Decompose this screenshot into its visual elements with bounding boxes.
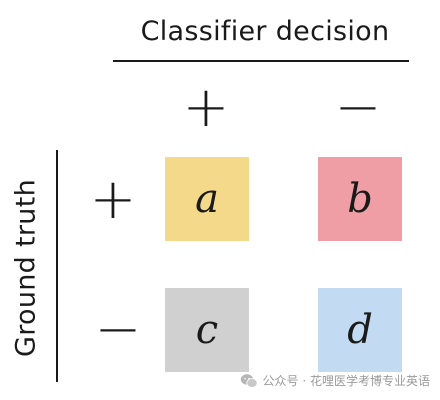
- cell-d-label: d: [347, 307, 373, 353]
- cell-a-label: a: [195, 176, 219, 222]
- cell-b: b: [318, 157, 402, 241]
- column-axis-title: Classifier decision: [140, 16, 390, 47]
- watermark-text: 公众号 · 花哩医学考博专业英语: [262, 374, 430, 388]
- column-negative-sign: −: [334, 75, 382, 140]
- cell-c-label: c: [195, 307, 219, 353]
- cell-a: a: [165, 157, 249, 241]
- row-positive-sign: +: [89, 167, 137, 232]
- cell-b-label: b: [347, 176, 373, 222]
- row-axis-rule: [56, 150, 58, 382]
- wechat-icon: [240, 373, 258, 388]
- watermark: 公众号 · 花哩医学考博专业英语: [240, 372, 430, 389]
- column-axis-rule: [113, 60, 409, 62]
- column-positive-sign: +: [182, 75, 230, 140]
- cell-c: c: [165, 288, 249, 372]
- cell-d: d: [318, 288, 402, 372]
- row-negative-sign: −: [94, 297, 142, 362]
- row-axis-title: Ground truth: [10, 179, 42, 357]
